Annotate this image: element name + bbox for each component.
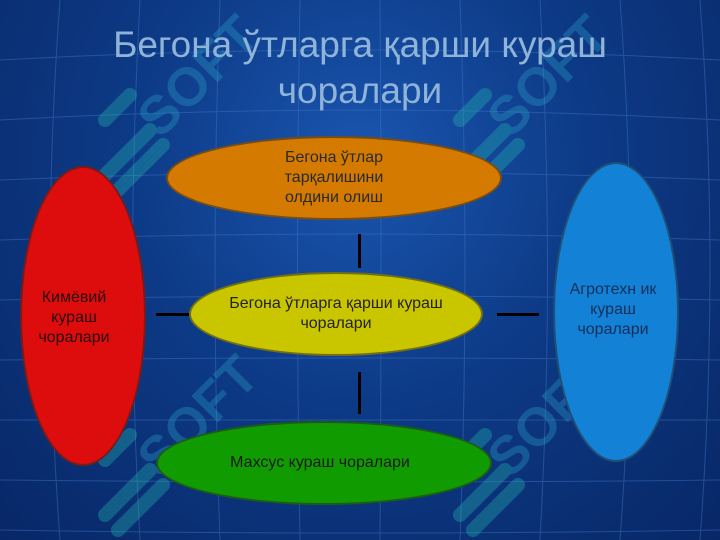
node-special-methods-label: Махсус кураш чоралари [230,454,410,471]
slide-title: Бегона ўтларга қарши кураш чоралари [113,24,607,111]
node-prevention-label: Бегона ўтлар тарқалишини олдини олиш [284,149,384,206]
node-prevention: Бегона ўтлар тарқалишини олдини олиш [166,136,502,220]
node-chemical-methods: Кимёвий кураш чоралари [20,166,146,466]
node-agrotechnical-methods: Агротехн ик кураш чоралари [553,162,679,462]
node-central-topic: Бегона ўтларга қарши кураш чоралари [189,272,483,356]
connector-top [358,234,361,268]
node-agrotechnical-methods-label: Агротехн ик кураш чоралари [569,281,657,338]
connector-bottom [358,372,361,414]
node-special-methods: Махсус кураш чоралари [156,421,492,505]
connector-left [156,313,189,316]
watermark-logo-icon [98,88,170,197]
node-chemical-methods-label: Кимёвий кураш чоралари [38,289,110,346]
node-central-topic-label: Бегона ўтларга қарши кураш чоралари [229,295,443,332]
watermark-logo-icon [98,428,170,537]
connector-right [497,313,539,316]
